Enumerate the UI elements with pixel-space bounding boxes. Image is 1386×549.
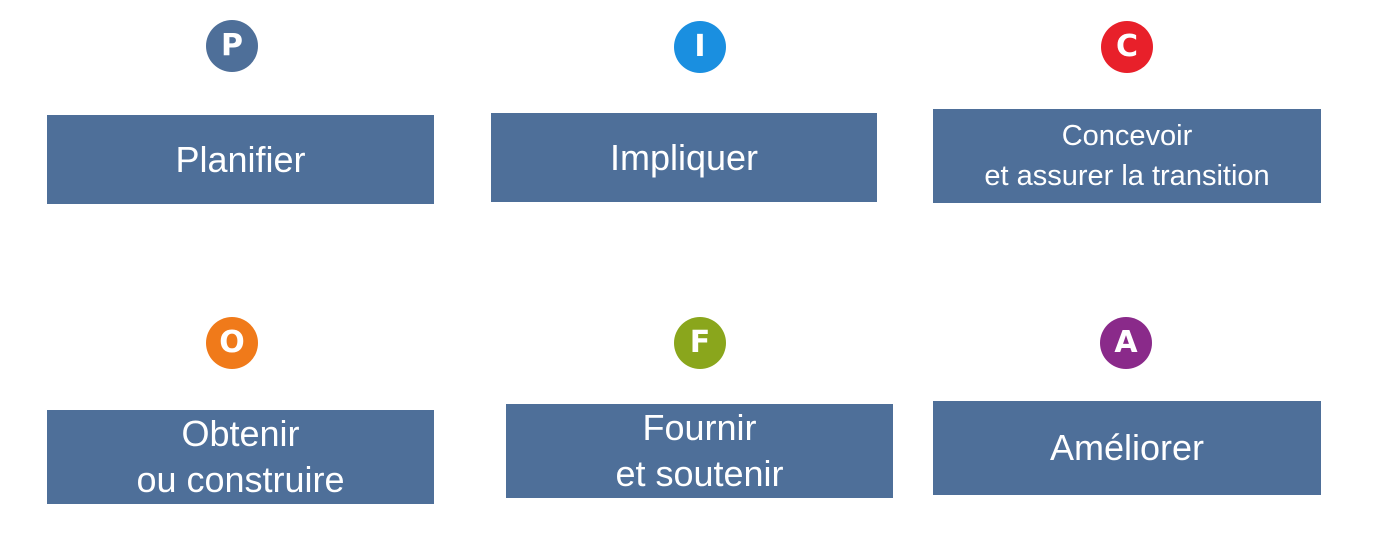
step-card-fournir: Fournir et soutenir xyxy=(506,404,893,498)
step-card-ameliorer: Améliorer xyxy=(933,401,1321,495)
step-label-line-1: Concevoir xyxy=(1061,120,1193,152)
letter-badge-c: C xyxy=(1101,21,1153,73)
step-card-concevoir: Concevoir et assurer la transition xyxy=(933,109,1321,203)
step-label-line-2: et assurer la transition xyxy=(984,160,1270,192)
step-label-line-2: et soutenir xyxy=(615,453,784,494)
step-label: Impliquer xyxy=(609,136,759,178)
letter-badge-a: A xyxy=(1100,317,1152,369)
step-label-line-1: Fournir xyxy=(642,407,757,448)
letter-badge-o: O xyxy=(206,317,258,369)
step-label: Planifier xyxy=(175,138,306,180)
step-label: Améliorer xyxy=(1049,427,1205,468)
step-card-planifier: Planifier xyxy=(47,115,434,204)
letter-badge-f: F xyxy=(674,317,726,369)
step-label-line-1: Obtenir xyxy=(181,413,300,454)
step-card-obtenir: Obtenir ou construire xyxy=(47,410,434,504)
letter-badge-i: I xyxy=(674,21,726,73)
letter-badge-p: P xyxy=(206,20,258,72)
step-card-impliquer: Impliquer xyxy=(491,113,877,202)
step-label-line-2: ou construire xyxy=(136,459,345,500)
